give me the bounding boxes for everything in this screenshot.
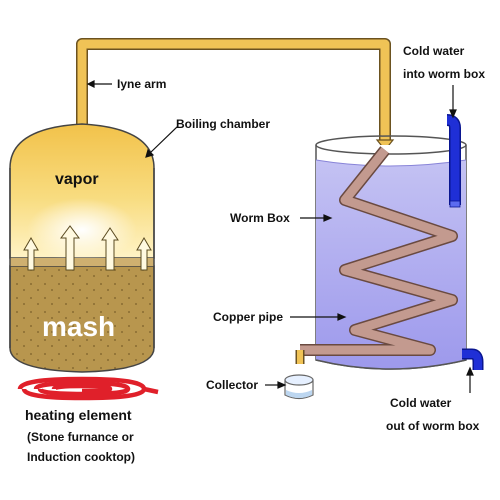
vapor-arrow (60, 225, 80, 271)
label-vapor: vapor (55, 171, 99, 188)
label-mash: mash (42, 311, 115, 342)
boiling-chamber (9, 123, 155, 373)
vapor-glow (27, 198, 137, 262)
vapor-arrows (23, 225, 152, 271)
label-copper-pipe: Copper pipe (213, 310, 283, 324)
label-cold-out-2: out of worm box (386, 419, 480, 433)
label-heating-element: heating element (25, 407, 132, 423)
copper-pipe-coil (300, 146, 458, 356)
label-cold-in-1: Cold water (403, 44, 465, 58)
worm-box-rim (315, 135, 467, 155)
label-heating-source-1: (Stone furnance or (27, 430, 134, 444)
label-iyne-arm: Iyne arm (117, 77, 166, 91)
cold-water-inlet-pipe (446, 114, 461, 208)
vapor-arrow (101, 227, 119, 271)
collector (284, 374, 314, 400)
cooling-water (316, 160, 466, 369)
label-cold-out-1: Cold water (390, 396, 452, 410)
heating-element-icon (17, 376, 159, 401)
label-worm-box: Worm Box (230, 211, 290, 225)
label-heating-source-2: Induction cooktop) (27, 450, 135, 464)
vapor-arrow (136, 237, 152, 271)
arrow-lines (86, 80, 474, 393)
label-boiling-chamber: Boiling chamber (176, 117, 270, 131)
vapor-arrow (23, 237, 39, 271)
arrow-boiling-chamber (149, 125, 179, 154)
label-collector: Collector (206, 378, 258, 392)
cold-water-outlet-pipe (462, 348, 484, 370)
mash-layer (9, 265, 155, 373)
label-cold-in-2: into worm box (403, 67, 485, 81)
